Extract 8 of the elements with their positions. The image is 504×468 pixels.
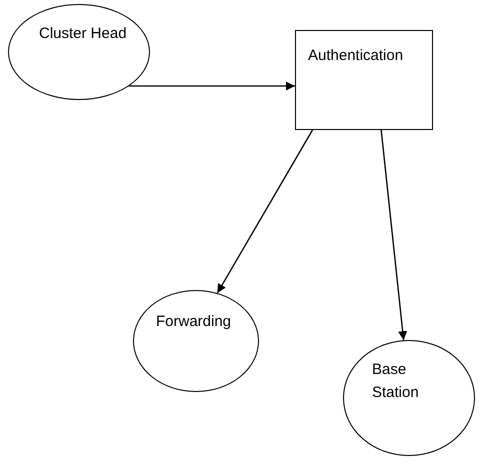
node-label: Forwarding — [156, 312, 232, 332]
node-label: Cluster Head — [39, 24, 127, 44]
process-box — [295, 30, 433, 130]
arrow — [216, 130, 314, 294]
node-label: Authentication — [308, 46, 404, 66]
arrow — [129, 82, 295, 90]
arrow — [380, 130, 408, 340]
node-label: Base Station — [372, 360, 420, 402]
